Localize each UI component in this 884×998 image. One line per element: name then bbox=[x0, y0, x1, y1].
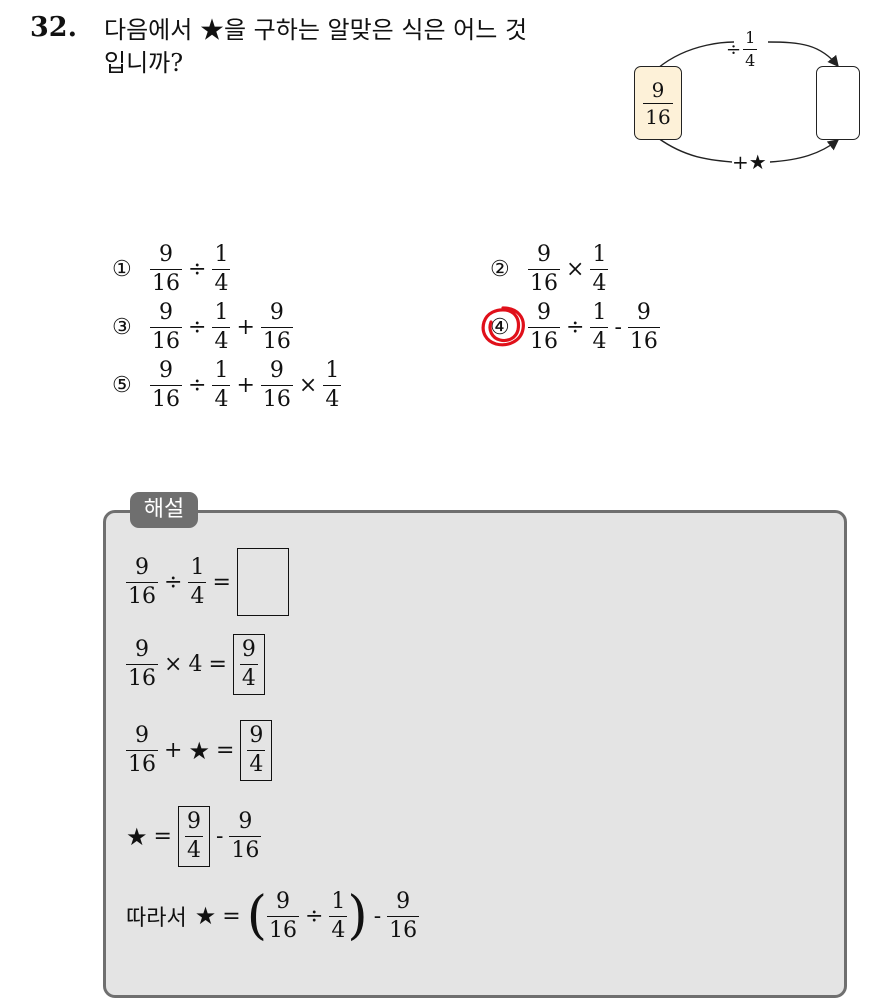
times-sign: × bbox=[164, 652, 183, 677]
boxed-num: 9 bbox=[241, 637, 256, 662]
choice-operator: + bbox=[236, 315, 255, 340]
start-value-fraction: 9 16 bbox=[643, 77, 673, 129]
boxed-num: 9 bbox=[186, 809, 201, 834]
choice-operator: × bbox=[298, 373, 318, 398]
left-paren: ( bbox=[246, 886, 267, 946]
question-text-line2: 입니까? bbox=[104, 49, 184, 77]
top-arrow-right bbox=[767, 41, 839, 68]
flow-arrows bbox=[657, 41, 840, 163]
choice-mark: ③ bbox=[112, 315, 132, 340]
selected-answer-circle bbox=[481, 306, 525, 347]
empty-answer-box bbox=[236, 548, 289, 616]
top-arrow-left bbox=[657, 41, 735, 69]
choice-operator: ÷ bbox=[188, 257, 207, 282]
bottom-arrow-right bbox=[769, 139, 840, 163]
choice-operator: + bbox=[236, 373, 255, 398]
choice-mark: ⑤ bbox=[112, 373, 132, 398]
choice-operator: ÷ bbox=[188, 373, 207, 398]
choice-mark: ② bbox=[490, 257, 510, 282]
bottom-arrow-left bbox=[657, 137, 733, 163]
right-paren: ) bbox=[347, 886, 368, 946]
choice-operator: - bbox=[614, 315, 622, 340]
explanation-panel bbox=[103, 510, 847, 998]
flow-diagram: 9 16 ÷ 1 4 +★ bbox=[630, 28, 870, 178]
boxed-num: 9 bbox=[249, 723, 264, 748]
top-operation: ÷ 1 4 bbox=[726, 28, 758, 70]
result-box bbox=[816, 66, 860, 140]
minus-sign: - bbox=[373, 903, 382, 929]
boxed-den: 4 bbox=[184, 836, 203, 863]
bottom-operation: +★ bbox=[732, 150, 767, 174]
explanation-tab: 해설 bbox=[130, 492, 198, 528]
choice-operator: × bbox=[566, 257, 585, 282]
choice-mark: ① bbox=[112, 257, 132, 282]
choice-mark: ④ bbox=[490, 315, 510, 340]
start-value-box: 9 16 bbox=[634, 66, 682, 140]
boxed-den: 4 bbox=[247, 750, 266, 777]
question-text-line1: 다음에서 ★을 구하는 알맞은 식은 어느 것 bbox=[104, 16, 528, 44]
question-text: 다음에서 ★을 구하는 알맞은 식은 어느 것 입니까? bbox=[104, 14, 604, 80]
choice-operator: ÷ bbox=[566, 315, 585, 340]
boxed-den: 4 bbox=[239, 664, 258, 691]
question-number: 32. bbox=[30, 12, 77, 43]
minus-sign: - bbox=[215, 824, 224, 849]
plus-sign: + bbox=[164, 738, 183, 763]
choice-operator: ÷ bbox=[188, 315, 207, 340]
